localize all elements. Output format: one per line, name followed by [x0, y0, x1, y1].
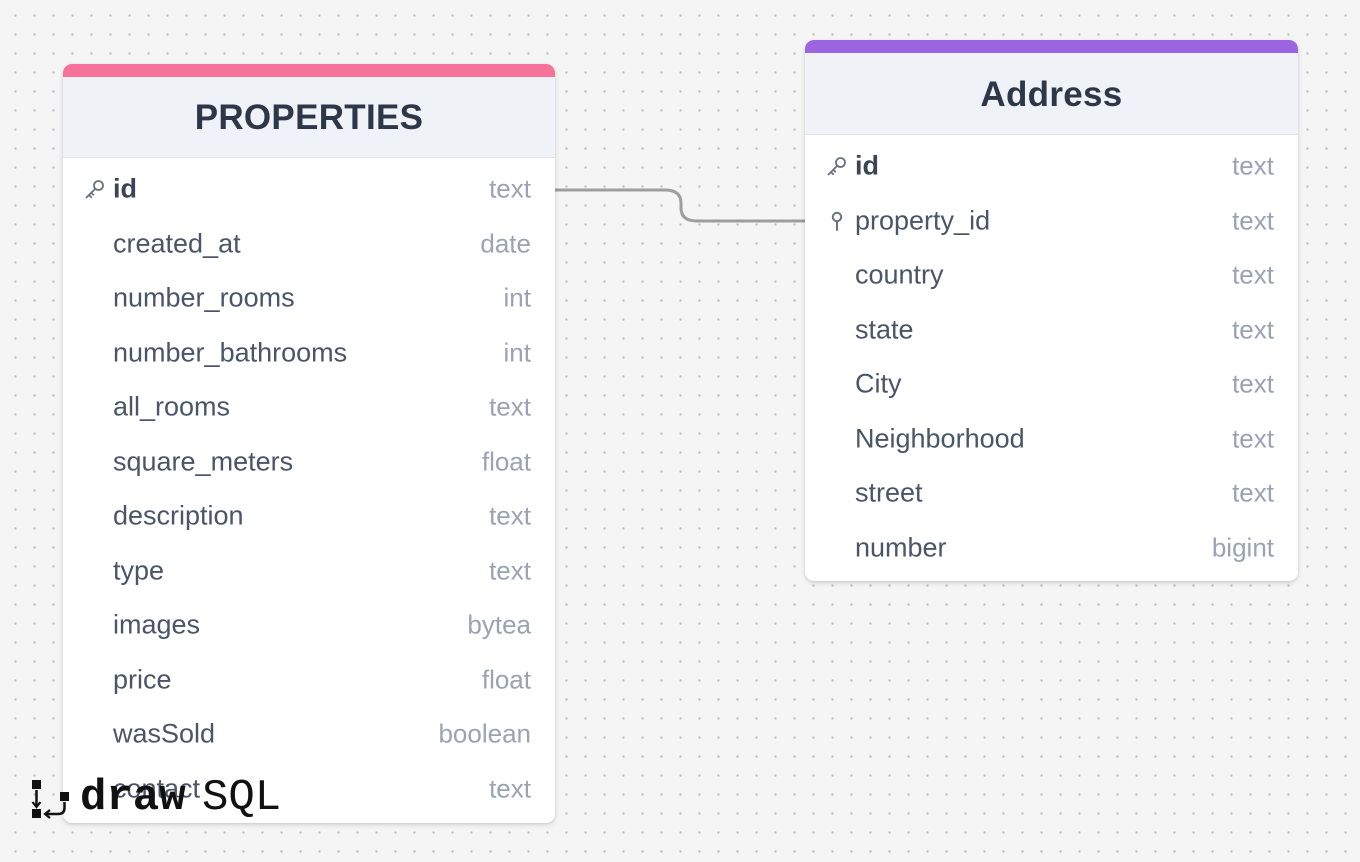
column-row[interactable]: property_id text — [805, 194, 1298, 249]
column-name: number — [855, 532, 947, 563]
column-type: text — [489, 555, 531, 586]
column-type: text — [1232, 150, 1274, 181]
column-row[interactable]: Neighborhood text — [805, 412, 1298, 467]
column-name: number_bathrooms — [113, 337, 348, 368]
column-type: text — [489, 773, 531, 804]
table-title[interactable]: PROPERTIES — [63, 77, 555, 158]
table-title[interactable]: Address — [805, 53, 1298, 135]
column-name: price — [113, 664, 172, 695]
column-type: float — [481, 446, 531, 477]
column-row[interactable]: City text — [805, 357, 1298, 412]
column-name: square_meters — [113, 446, 294, 477]
column-type: bigint — [1211, 532, 1274, 563]
column-row[interactable]: all_rooms text — [63, 380, 555, 435]
column-row[interactable]: contact text — [63, 762, 555, 817]
column-row[interactable]: number bigint — [805, 521, 1298, 576]
drawsql-logo[interactable]: draw SQL — [30, 774, 300, 822]
column-name: state — [855, 314, 914, 345]
column-name: wasSold — [113, 718, 216, 749]
drawsql-logo-icon — [31, 780, 69, 819]
column-row[interactable]: images bytea — [63, 598, 555, 653]
column-type: boolean — [438, 718, 531, 749]
column-name: all_rooms — [113, 391, 231, 422]
column-type: text — [1232, 368, 1274, 399]
foreign-key-icon — [825, 209, 849, 233]
column-name: id — [113, 173, 137, 204]
column-row[interactable]: id text — [63, 162, 555, 217]
column-row[interactable]: type text — [63, 544, 555, 599]
column-type: text — [1232, 314, 1274, 345]
primary-key-icon — [83, 177, 107, 201]
column-type: text — [489, 391, 531, 422]
column-row[interactable]: number_rooms int — [63, 271, 555, 326]
primary-key-icon — [825, 154, 849, 178]
column-type: date — [480, 228, 531, 259]
column-type: text — [1232, 477, 1274, 508]
column-row[interactable]: square_meters float — [63, 435, 555, 490]
column-row[interactable]: wasSold boolean — [63, 707, 555, 762]
column-name: contact — [113, 773, 201, 804]
column-type: text — [489, 173, 531, 204]
column-name: country — [855, 259, 944, 290]
column-type: text — [1232, 259, 1274, 290]
column-type: bytea — [467, 609, 531, 640]
logo-text-light: SQL — [202, 773, 282, 823]
column-name: Neighborhood — [855, 423, 1025, 454]
column-name: images — [113, 609, 201, 640]
column-row[interactable]: price float — [63, 653, 555, 708]
column-type: text — [489, 500, 531, 531]
column-row[interactable]: state text — [805, 303, 1298, 358]
column-type: int — [503, 282, 531, 313]
column-name: property_id — [855, 205, 991, 236]
table-accent-bar — [63, 64, 555, 77]
column-name: street — [855, 477, 923, 508]
column-type: float — [481, 664, 531, 695]
column-row[interactable]: created_at date — [63, 217, 555, 272]
column-row[interactable]: street text — [805, 466, 1298, 521]
column-type: text — [1232, 423, 1274, 454]
column-name: City — [855, 368, 902, 399]
column-name: type — [113, 555, 165, 586]
column-name: number_rooms — [113, 282, 295, 313]
column-row[interactable]: country text — [805, 248, 1298, 303]
logo-text-bold: draw — [80, 773, 186, 823]
column-type: int — [503, 337, 531, 368]
column-row[interactable]: number_bathrooms int — [63, 326, 555, 381]
table-accent-bar — [805, 40, 1298, 53]
column-name: description — [113, 500, 244, 531]
column-name: id — [855, 150, 879, 181]
column-name: created_at — [113, 228, 241, 259]
column-row[interactable]: id text — [805, 139, 1298, 194]
column-type: text — [1232, 205, 1274, 236]
column-row[interactable]: description text — [63, 489, 555, 544]
table-properties[interactable]: PROPERTIES id text created_at date number_ro… — [63, 64, 555, 823]
